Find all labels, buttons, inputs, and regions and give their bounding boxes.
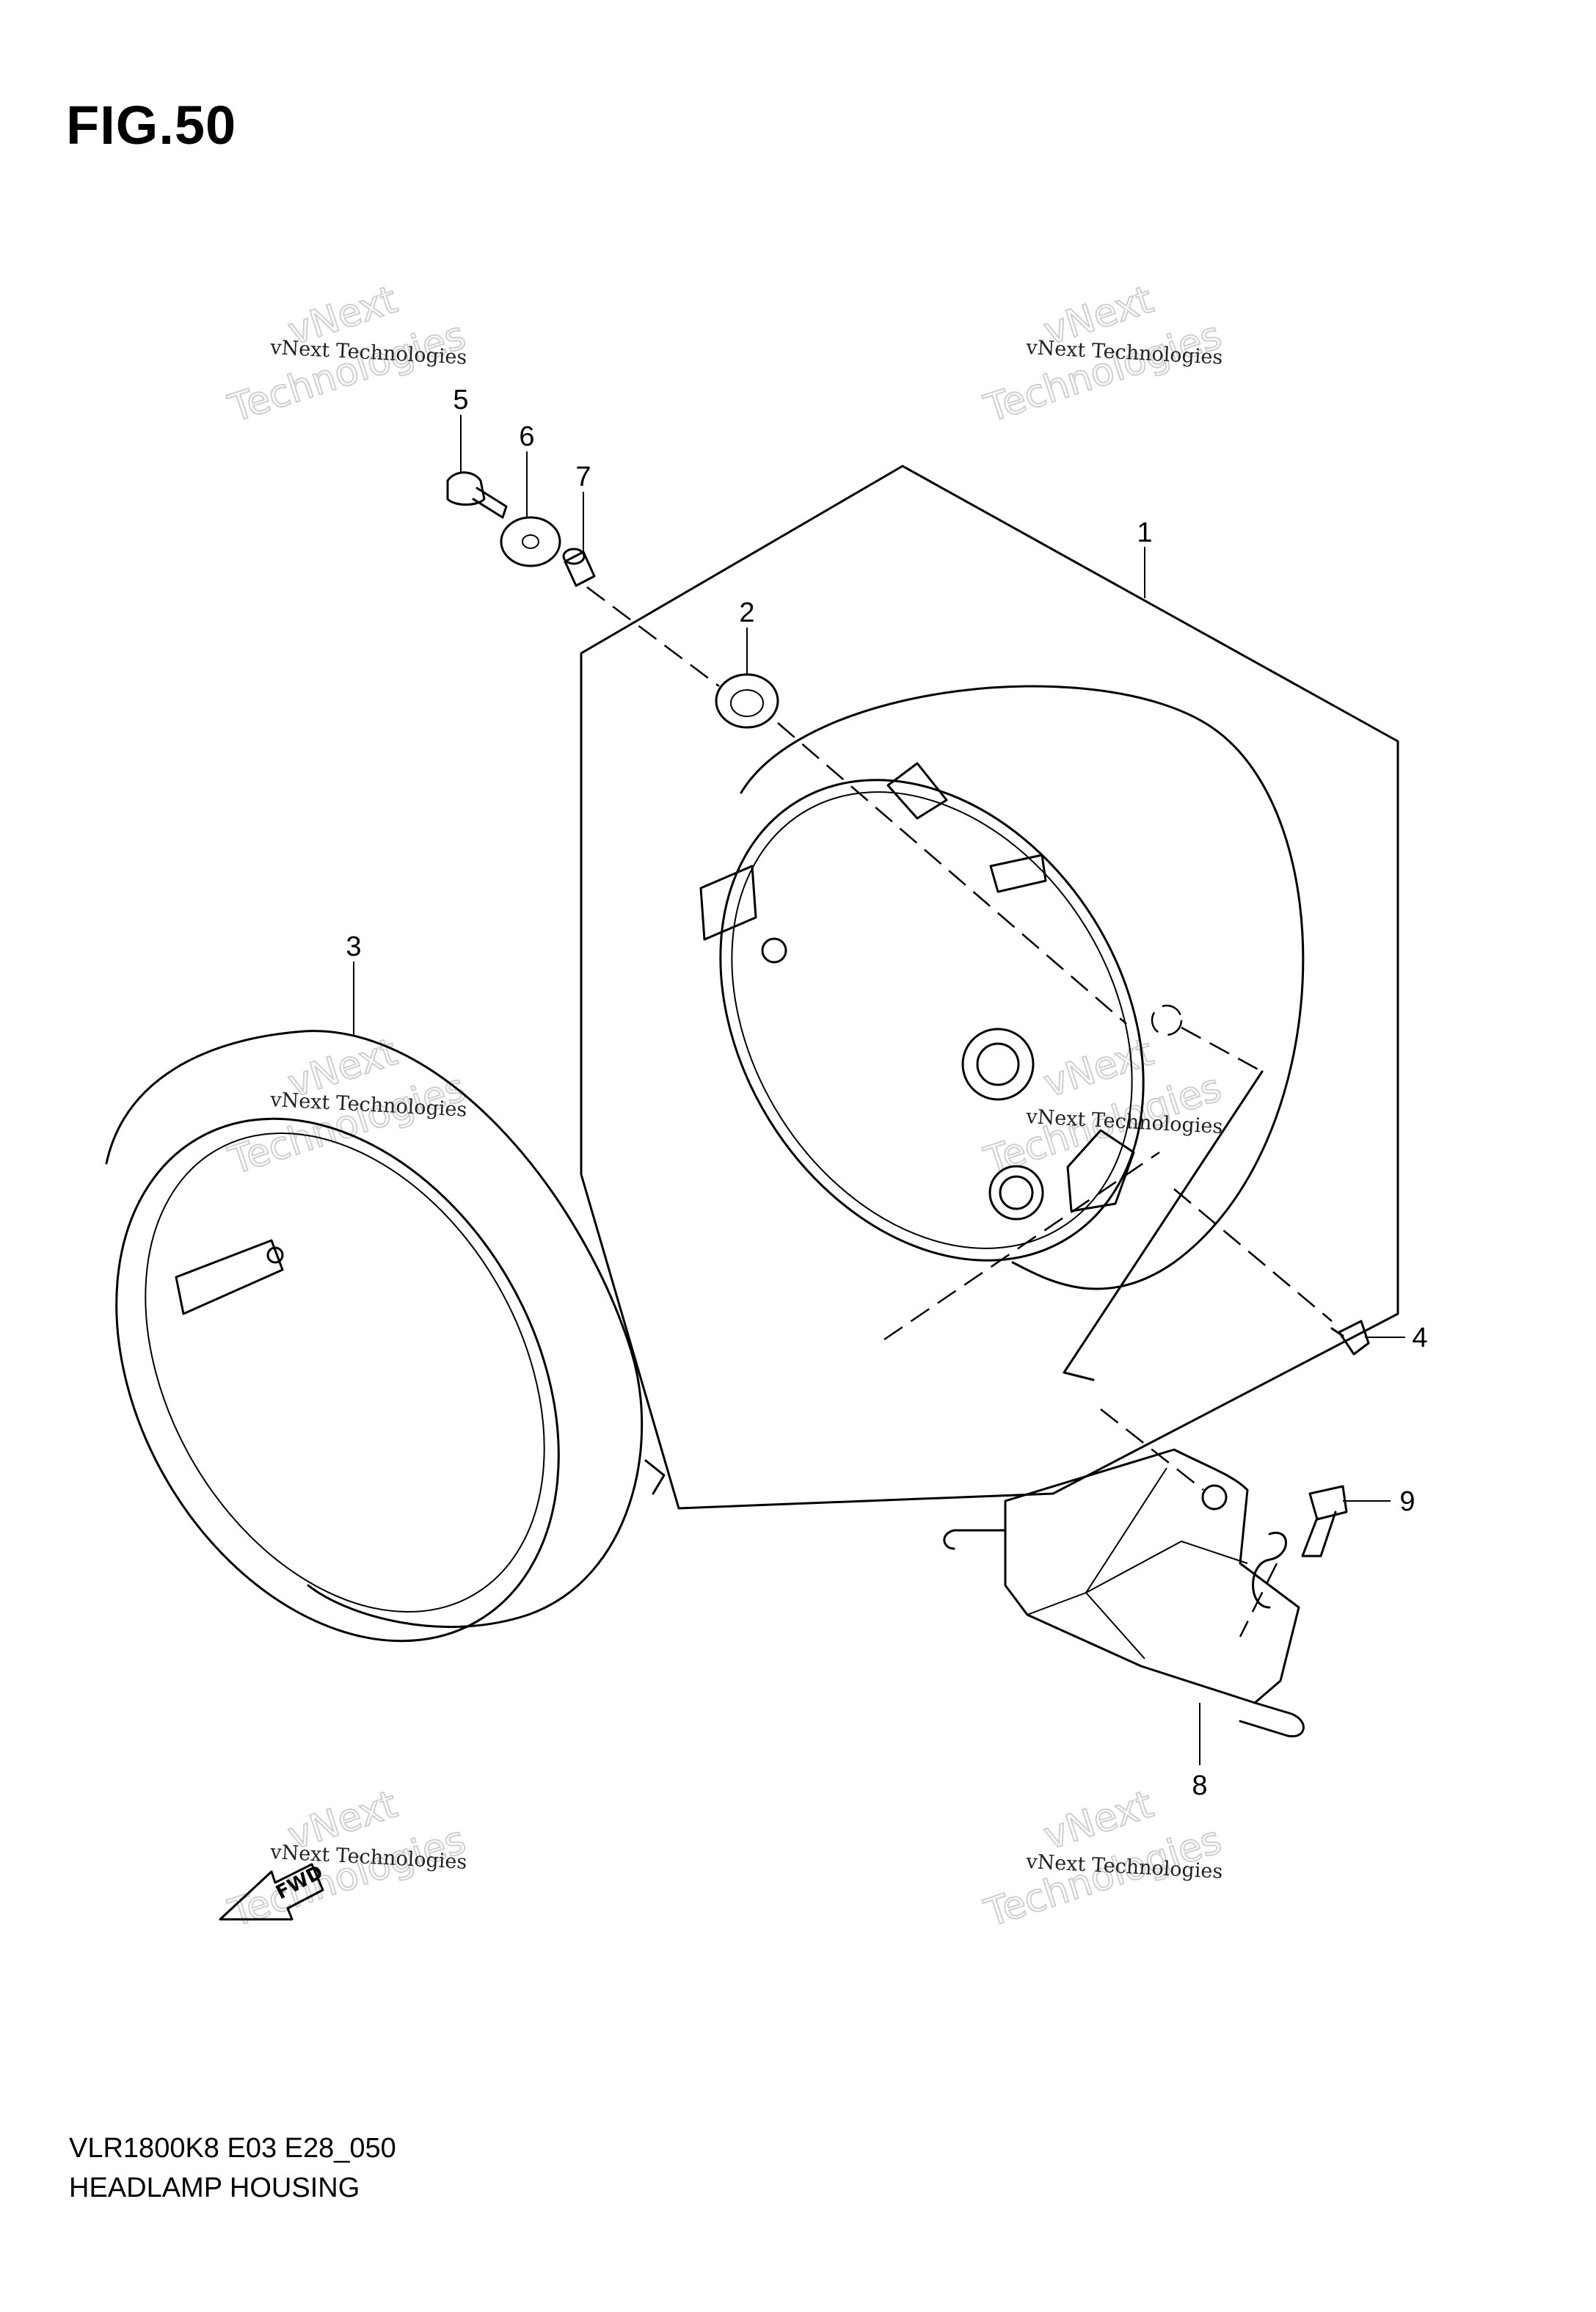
watermark-top-right: Technologies vNext vNext Technologies xyxy=(979,277,1228,432)
bolt-part-5 xyxy=(446,471,508,519)
part-number-9: 9 xyxy=(1399,1486,1415,1517)
part-number-4: 4 xyxy=(1412,1323,1427,1353)
part-number-7: 7 xyxy=(575,462,591,492)
model-code: VLR1800K8 E03 E28_050 xyxy=(69,2133,396,2164)
watermark-top-left: Technologies vNext vNext Technologies xyxy=(223,277,472,432)
part-number-2: 2 xyxy=(739,597,754,628)
grommet-part xyxy=(715,673,779,729)
headlamp-housing-part xyxy=(699,685,1305,1290)
watermark-middle-left: Technologies vNext vNext Technologies xyxy=(223,1029,472,1184)
bracket-part-8 xyxy=(943,1448,1305,1738)
part-number-6: 6 xyxy=(519,421,534,452)
bolt-part-9 xyxy=(1301,1485,1348,1557)
part-number-5: 5 xyxy=(453,385,468,415)
assembly-dashed-lines xyxy=(586,586,1333,1637)
screw-part-4 xyxy=(1330,1320,1370,1356)
leader-lines xyxy=(353,415,1405,1765)
watermark-bottom-left: Technologies vNext vNext Technologies xyxy=(223,1781,472,1936)
figure-title: FIG.50 xyxy=(66,95,237,156)
part-number-1: 1 xyxy=(1137,517,1152,548)
part-number-8: 8 xyxy=(1192,1770,1207,1801)
watermark-bottom-right: Technologies vNext vNext Technologies xyxy=(979,1781,1228,1936)
washer-part-6 xyxy=(500,516,561,567)
collar-part-7 xyxy=(562,548,596,587)
assembly-boundary-hexagon xyxy=(580,465,1399,1510)
headlamp-rim-part xyxy=(105,1030,666,1643)
part-number-3: 3 xyxy=(346,931,361,962)
figure-name: HEADLAMP HOUSING xyxy=(69,2173,360,2203)
